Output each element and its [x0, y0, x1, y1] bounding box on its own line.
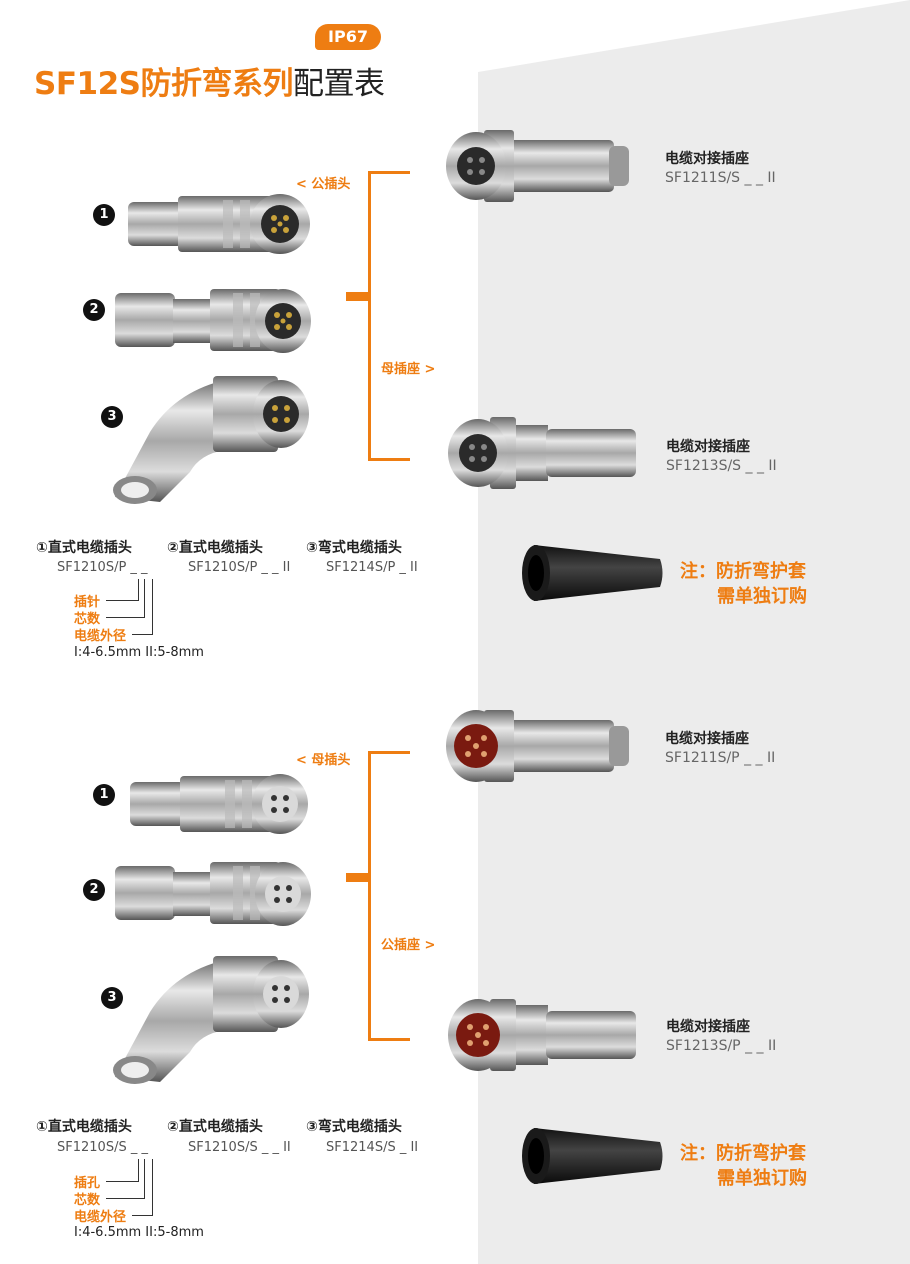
- receptacle-name: 电缆对接插座: [665, 731, 749, 747]
- code-legend-third: 电缆外径: [74, 1210, 127, 1225]
- plug-gender-label: < 母插头: [296, 753, 351, 768]
- product-name: ①直式电缆插头: [36, 540, 132, 556]
- strain-relief-boot-image: [522, 545, 663, 601]
- code-legend-first: 插针: [74, 595, 101, 610]
- product-name: ①直式电缆插头: [36, 1119, 132, 1135]
- ip67-badge: IP67: [315, 24, 381, 50]
- product-name: ③弯式电缆插头: [306, 1119, 402, 1135]
- straight-plug-image: [128, 194, 310, 254]
- bracket-top: [368, 751, 410, 754]
- receptacle-image: [446, 710, 629, 782]
- number-badge: 1: [93, 784, 115, 806]
- page-title: SF12S防折弯系列配置表: [34, 58, 385, 103]
- socket-gender-label: 母插座 >: [381, 362, 436, 377]
- bracket-tab: [346, 292, 370, 301]
- product-model: SF1210S/S _ _ II: [188, 1140, 291, 1155]
- product-name: ②直式电缆插头: [167, 540, 263, 556]
- receptacle-name: 电缆对接插座: [666, 1019, 750, 1035]
- receptacle-image: [448, 999, 636, 1071]
- bracket-vertical: [368, 751, 371, 1041]
- number-badge: 2: [83, 299, 105, 321]
- code-legend-third: 电缆外径: [74, 629, 127, 644]
- receptacle-image: [448, 417, 636, 489]
- bracket-tab: [346, 873, 370, 882]
- product-model: SF1210S/P _ _ II: [188, 560, 291, 575]
- product-name: ②直式电缆插头: [167, 1119, 263, 1135]
- bracket-bottom: [368, 1038, 410, 1041]
- straight-plug-long-image: [115, 289, 311, 353]
- code-legend-second: 芯数: [74, 612, 101, 627]
- code-legend-second: 芯数: [74, 1193, 101, 1208]
- straight-plug-image: [130, 774, 308, 834]
- receptacle-name: 电缆对接插座: [665, 151, 749, 167]
- product-model: SF1210S/S _ _: [57, 1140, 148, 1155]
- straight-plug-long-image: [115, 862, 311, 926]
- boot-note-line2: 需单独订购: [717, 586, 807, 607]
- boot-note-line2: 需单独订购: [717, 1168, 807, 1189]
- receptacle-name: 电缆对接插座: [666, 439, 750, 455]
- number-badge: 3: [101, 406, 123, 428]
- title-rest: 配置表: [292, 66, 385, 102]
- product-model: SF1214S/S _ II: [326, 1140, 419, 1155]
- bracket-vertical: [368, 171, 371, 461]
- number-badge: 1: [93, 204, 115, 226]
- plug-gender-label: < 公插头: [296, 177, 351, 192]
- product-name: ③弯式电缆插头: [306, 540, 402, 556]
- bracket-top: [368, 171, 410, 174]
- title-brand: SF12S防折弯系列: [34, 66, 293, 102]
- receptacle-model: SF1213S/S _ _ II: [666, 458, 777, 474]
- socket-gender-label: 公插座 >: [381, 938, 436, 953]
- angled-plug-image: [113, 956, 309, 1084]
- receptacle-image: [446, 130, 629, 202]
- receptacle-model: SF1211S/S _ _ II: [665, 170, 776, 186]
- boot-note-line1: 注：防折弯护套: [680, 1143, 806, 1164]
- bracket-bottom: [368, 458, 410, 461]
- strain-relief-boot-image: [522, 1128, 663, 1184]
- code-legend-first: 插孔: [74, 1176, 101, 1191]
- product-model: SF1210S/P _ _: [57, 560, 148, 575]
- code-legend-spec: I:4-6.5mm II:5-8mm: [74, 1225, 204, 1240]
- number-badge: 2: [83, 879, 105, 901]
- number-badge: 3: [101, 987, 123, 1009]
- product-model: SF1214S/P _ II: [326, 560, 418, 575]
- receptacle-model: SF1211S/P _ _ II: [665, 750, 776, 766]
- code-legend-spec: I:4-6.5mm II:5-8mm: [74, 645, 204, 660]
- receptacle-model: SF1213S/P _ _ II: [666, 1038, 777, 1054]
- angled-plug-image: [113, 376, 309, 504]
- boot-note-line1: 注：防折弯护套: [680, 561, 806, 582]
